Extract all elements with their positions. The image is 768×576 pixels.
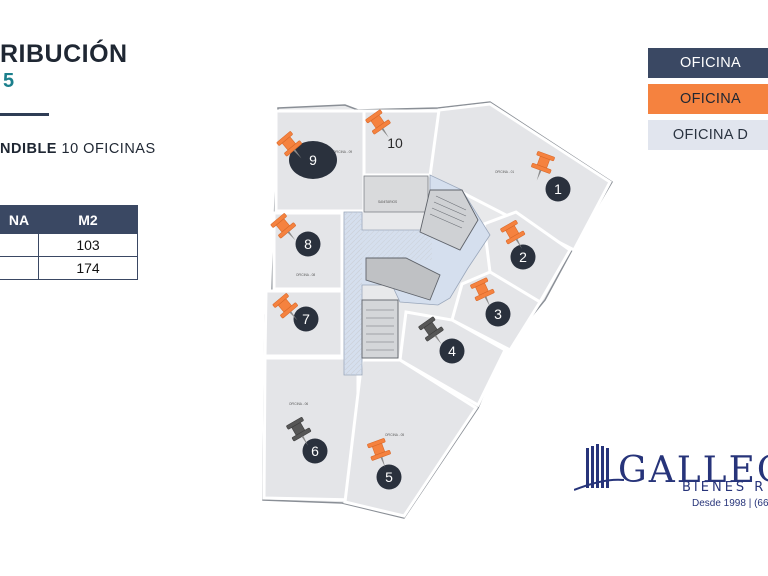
legend-item-other: OFICINA D [648, 120, 768, 150]
office-badge-9[interactable]: 9 [289, 141, 337, 179]
table-cell [0, 233, 39, 257]
area-table: NA M2 103 174 [0, 205, 138, 280]
room-1 [428, 102, 612, 253]
office-number-4: 4 [448, 343, 456, 359]
room-label-1: OFICINA - 01 [495, 170, 514, 174]
brand-since: Desde 1998 | (66 [692, 498, 768, 509]
office-badge-6[interactable]: 6 [302, 438, 328, 464]
room-label-6: OFICINA - 06 [289, 402, 308, 406]
table-header-row: NA M2 [0, 205, 138, 234]
table-cell: 174 [38, 256, 138, 280]
brand-name: GALLEG [618, 450, 768, 491]
office-number-1: 1 [554, 181, 562, 197]
pushpin-icon [500, 220, 526, 249]
office-badge-10[interactable]: 10 [387, 135, 403, 151]
office-number-2: 2 [519, 249, 527, 265]
office-badge-3[interactable]: 3 [485, 301, 511, 327]
room-label-5: OFICINA - 05 [385, 433, 404, 437]
pushpin-icon [365, 109, 391, 138]
core-block [363, 175, 429, 213]
pushpin-icon [270, 213, 296, 241]
pushpin-icon [276, 131, 302, 159]
office-number-3: 3 [494, 306, 502, 322]
office-badge-1[interactable]: 1 [545, 176, 571, 202]
office-number-6: 6 [311, 443, 319, 459]
office-badge-2[interactable]: 2 [510, 244, 536, 270]
office-number-10: 10 [387, 135, 403, 151]
summary-text: NDIBLE 10 OFICINAS [0, 141, 156, 157]
office-badge-4[interactable]: 4 [439, 338, 465, 364]
office-badge-8[interactable]: 8 [295, 231, 321, 257]
office-badge-7[interactable]: 7 [293, 306, 319, 332]
legend-item-available: OFICINA [648, 84, 768, 114]
elevator-block [365, 257, 441, 301]
room-6 [262, 356, 360, 502]
brand-tagline: BIENES R [682, 480, 767, 495]
table-row: 174 [0, 256, 138, 280]
page-title: RIBUCIÓN [0, 40, 128, 68]
logo-mark-icon [574, 444, 624, 491]
room-label-8: OFICINA - 08 [296, 273, 315, 277]
table-header-m2: M2 [38, 205, 138, 234]
stair-block [419, 189, 479, 251]
room-label-9: OFICINA - 09 [333, 150, 352, 154]
office-number-5: 5 [385, 469, 393, 485]
table-header-office: NA [0, 205, 39, 234]
office-number-7: 7 [302, 311, 310, 327]
pushpin-icon [470, 277, 495, 307]
stair-block-2 [361, 299, 399, 359]
office-badge-5[interactable]: 5 [376, 464, 402, 490]
pushpin-icon [367, 438, 391, 468]
pushpin-icon [418, 316, 444, 345]
table-cell [0, 256, 39, 280]
summary-bold: NDIBLE [0, 141, 57, 157]
legend-item-occupied: OFICINA [648, 48, 768, 78]
page-subtitle: 5 [3, 70, 15, 92]
pushpin-icon [286, 417, 312, 446]
office-number-8: 8 [304, 236, 312, 252]
pushpin-icon [272, 293, 298, 321]
pushpin-icon [531, 151, 555, 181]
core-label: SANITARIOS [378, 200, 397, 204]
title-divider [0, 113, 49, 116]
brand-logo: GALLEG BIENES R Desde 1998 | (66 [574, 440, 768, 540]
summary-rest: 10 OFICINAS [56, 141, 156, 157]
office-number-9: 9 [309, 152, 317, 168]
